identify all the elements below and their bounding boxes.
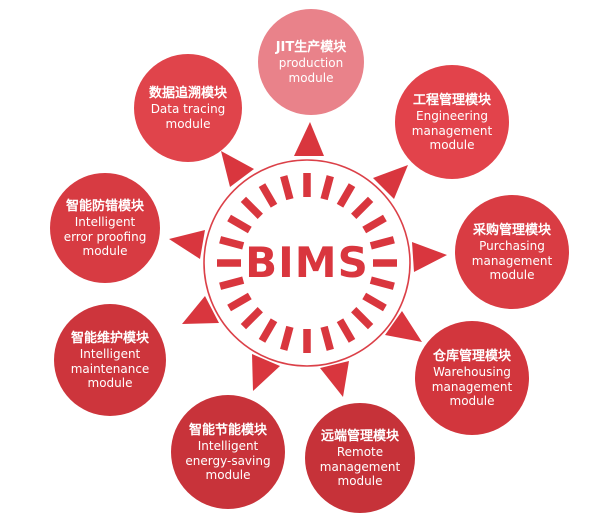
arrow-to-purchasing (412, 242, 447, 272)
node-label-zh: 数据追溯模块 (148, 85, 227, 101)
node-label-zh: 智能节能模块 (188, 422, 267, 438)
node-label-en: Remote management module (319, 445, 401, 488)
arrow-to-data-tracing (221, 151, 254, 187)
node-data-tracing: 数据追溯模块 Data tracing module (134, 54, 242, 162)
node-label-en: production module (278, 56, 344, 85)
node-purchasing-management: 采购管理模块 Purchasing management module (455, 195, 569, 309)
node-engineering-management: 工程管理模块 Engineering management module (395, 65, 509, 179)
node-jit-production: JIT生产模块 production module (258, 9, 364, 115)
node-label-zh: 智能维护模块 (70, 330, 149, 346)
node-label-en: Intelligent maintenance module (70, 347, 150, 390)
node-remote-management: 远端管理模块 Remote management module (305, 403, 415, 513)
node-label-en: Purchasing management module (471, 239, 553, 282)
arrow-to-engineering (373, 165, 408, 199)
node-energy-saving: 智能节能模块 Intelligent energy-saving module (171, 395, 285, 509)
node-label-zh: 采购管理模块 (472, 222, 551, 238)
hub-tick-ring (217, 173, 397, 353)
node-label-en: Intelligent energy-saving module (185, 439, 271, 482)
node-label-en: Data tracing module (150, 102, 226, 131)
node-label-en: Warehousing management module (431, 365, 513, 408)
arrow-to-energy-saving (252, 354, 280, 391)
hub-outline-ring (203, 159, 411, 367)
arrow-to-maintenance (182, 296, 219, 324)
arrow-to-error-proofing (169, 230, 205, 259)
node-label-zh: JIT生产模块 (275, 39, 347, 55)
node-label-zh: 远端管理模块 (320, 428, 399, 444)
node-error-proofing: 智能防错模块 Intelligent error proofing module (50, 173, 160, 283)
node-label-zh: 工程管理模块 (412, 92, 491, 108)
node-warehousing-management: 仓库管理模块 Warehousing management module (415, 321, 529, 435)
arrow-to-warehousing (385, 311, 422, 342)
node-maintenance: 智能维护模块 Intelligent maintenance module (54, 304, 166, 416)
arrow-to-jit-production (294, 122, 324, 156)
node-label-zh: 仓库管理模块 (432, 348, 511, 364)
node-label-en: Engineering management module (411, 109, 493, 152)
arrow-to-remote (320, 361, 349, 397)
center-title: BIMS (245, 238, 369, 287)
node-label-zh: 智能防错模块 (65, 198, 144, 214)
node-label-en: Intelligent error proofing module (63, 215, 147, 258)
